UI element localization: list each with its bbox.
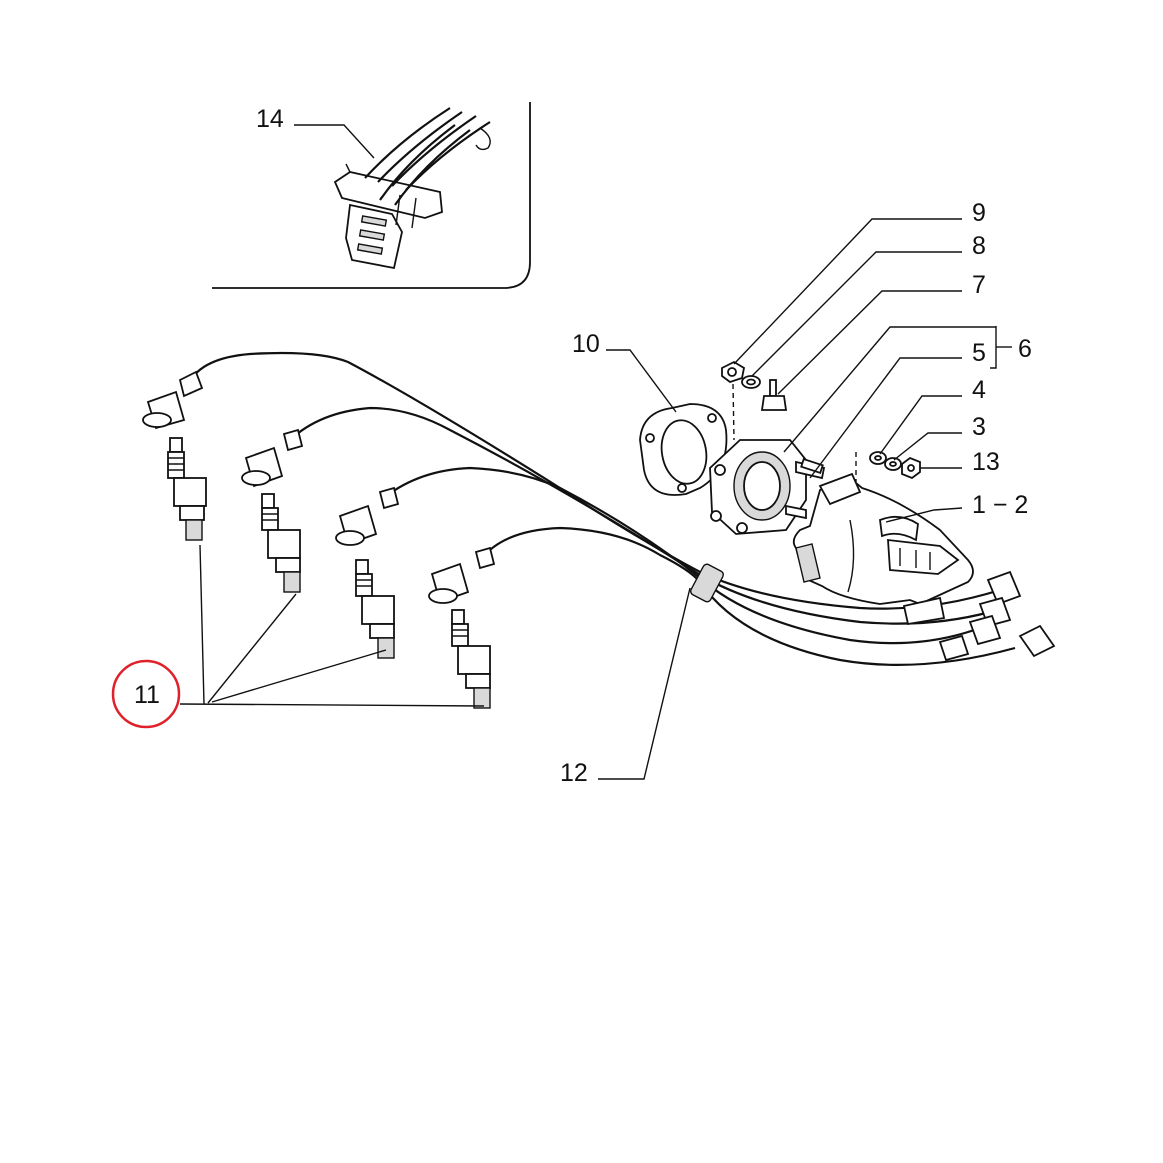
spark-plug-icon-1 (167, 437, 207, 541)
cable-holder-icon (333, 107, 491, 270)
spark-plug-icon-3 (355, 559, 395, 659)
plug-boot-2 (241, 428, 304, 488)
callout-9: 9 (733, 199, 986, 365)
bolt-icon-7 (760, 379, 788, 411)
plug-boot-3 (335, 486, 400, 546)
plug-boot-1 (142, 370, 204, 430)
svg-text:11: 11 (134, 681, 160, 709)
callout-4: 4 (879, 376, 986, 455)
svg-text:12: 12 (560, 759, 588, 787)
svg-text:5: 5 (972, 339, 986, 367)
svg-text:10: 10 (572, 330, 600, 358)
distributor-boots (938, 570, 1056, 662)
callout-8: 8 (751, 232, 986, 377)
nut-icon-13 (901, 456, 921, 480)
plug-boot-4 (428, 546, 496, 604)
svg-text:3: 3 (972, 413, 986, 441)
highlight-circle (111, 659, 181, 729)
ignition-cable-icon (186, 351, 1016, 666)
washer-icon-3 (884, 457, 902, 471)
gasket-icon (639, 403, 728, 496)
svg-text:13: 13 (972, 448, 1000, 476)
spark-plug-icon-2 (261, 493, 301, 593)
svg-text:9: 9 (972, 199, 986, 227)
callout-12: 12 (560, 587, 691, 787)
distributor-icon (792, 452, 974, 626)
callout-6: 6 (783, 326, 1032, 453)
stud-guide-line (732, 383, 735, 441)
callout-10: 10 (572, 330, 677, 413)
callout-5: 5 (809, 339, 986, 479)
washer-icon-8 (741, 375, 761, 389)
inset-frame (212, 102, 531, 289)
washer-icon-4 (869, 451, 887, 465)
callout-14: 14 (256, 105, 375, 159)
nut-icon-9 (721, 360, 746, 384)
svg-text:4: 4 (972, 376, 986, 404)
svg-text:1 − 2: 1 − 2 (972, 491, 1028, 519)
svg-text:7: 7 (972, 271, 986, 299)
callout-11-leaders (179, 544, 485, 707)
callout-3: 3 (893, 413, 986, 461)
callout-13: 13 (920, 448, 1000, 476)
spark-plug-icon-4 (451, 609, 491, 709)
svg-text:6: 6 (1018, 335, 1032, 363)
svg-text:14: 14 (256, 105, 284, 133)
callout-7: 7 (777, 271, 986, 395)
callout-11: 11 (111, 659, 181, 729)
svg-text:8: 8 (972, 232, 986, 260)
flange-icon (709, 439, 826, 535)
callout-1-2: 1 − 2 (885, 491, 1028, 523)
